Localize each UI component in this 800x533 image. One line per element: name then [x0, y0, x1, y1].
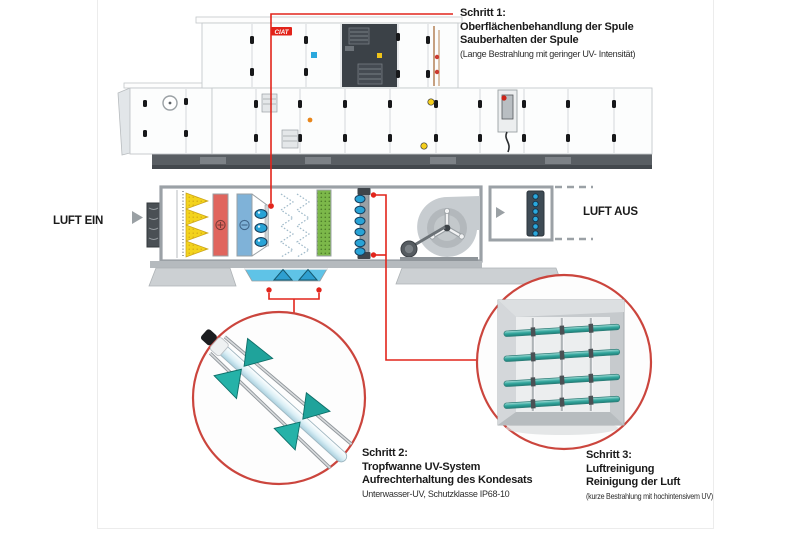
step3-annotation: Schritt 3: Luftreinigung Reinigung der L…: [586, 449, 737, 503]
orange-dot: [307, 117, 313, 123]
schematic-base: [148, 261, 563, 287]
step2-line1: Tropfwanne UV-System: [362, 460, 481, 473]
inlet-louver: [146, 202, 161, 248]
fan: [400, 196, 480, 261]
electrical-box: [497, 89, 518, 153]
step1-title: Schritt 1:: [460, 7, 506, 19]
fan-impeller-icon: [429, 207, 465, 240]
heating-coil: [212, 193, 229, 257]
outlet-section: [488, 185, 593, 242]
cooling-coil: [236, 193, 253, 257]
step2-line2: Aufrechterhaltung des Kondesats: [362, 474, 533, 486]
step1-note: (Lange Bestrahlung mit geringer UV- Inte…: [460, 48, 636, 60]
condensate-tray: [244, 268, 328, 282]
connector-step2: [268, 293, 320, 300]
step1-line2: Sauberhalten der Spule: [460, 34, 579, 46]
connector-step1: [270, 13, 453, 203]
ahu-bottom-row: [211, 87, 653, 155]
fine-filter: [316, 189, 332, 257]
step2-note: Unterwasser-UV, Schutzklasse IP68-10: [362, 488, 510, 500]
svg-text:CIAT: CIAT: [275, 29, 290, 36]
submersible-uv-lamp: [200, 329, 353, 470]
step1-line1: Oberflächenbehandlung der Spule: [460, 20, 634, 33]
step3-line1: Luftreinigung: [586, 462, 655, 475]
ahu-left-module: [117, 82, 219, 156]
blue-sticker: [311, 52, 317, 58]
air-in-arrow-icon: [132, 211, 143, 224]
ahu-base-rail: [152, 154, 652, 169]
ahu-top-row: CIAT: [195, 16, 463, 89]
brand-logo: CIAT: [271, 27, 292, 36]
connector-step3: [375, 194, 476, 361]
duct-uv-lamp-column: [354, 188, 371, 259]
warning-dot: [420, 142, 428, 150]
droplet-eliminator: [279, 193, 311, 258]
warning-sticker: [377, 53, 382, 58]
callout-duct-uv-rack: [475, 273, 653, 451]
uv-rack-frame: [497, 299, 625, 435]
air-out-label: LUFT AUS: [583, 206, 638, 218]
callout-drain-uv-lamp: [191, 310, 367, 486]
coil-uv-lamps: [251, 193, 269, 257]
bag-filter: [185, 192, 210, 258]
step1-annotation: Schritt 1: Oberflächenbehandlung der Spu…: [460, 7, 644, 61]
panel-latches-top: [250, 33, 430, 78]
step3-title: Schritt 3:: [586, 449, 632, 461]
air-in-label: LUFT EIN: [53, 215, 104, 227]
ahu-photo: CIAT: [117, 16, 653, 169]
step3-note: (kurze Bestrahlung mit hochintensivem UV…: [586, 490, 713, 501]
step2-annotation: Schritt 2: Tropfwanne UV-System Aufrecht…: [362, 447, 533, 501]
ahu-dark-panel: [342, 24, 397, 87]
schematic: [132, 185, 593, 287]
callout-connectors: [266, 13, 476, 361]
uv-tubes: [503, 323, 621, 409]
pipework: [433, 26, 440, 86]
air-out-arrow-icon: [496, 207, 505, 218]
step2-title: Schritt 2:: [362, 447, 408, 459]
step3-line2: Reinigung der Luft: [586, 476, 681, 488]
panel-latches-bottom: [254, 100, 616, 142]
warning-dot: [427, 98, 435, 106]
